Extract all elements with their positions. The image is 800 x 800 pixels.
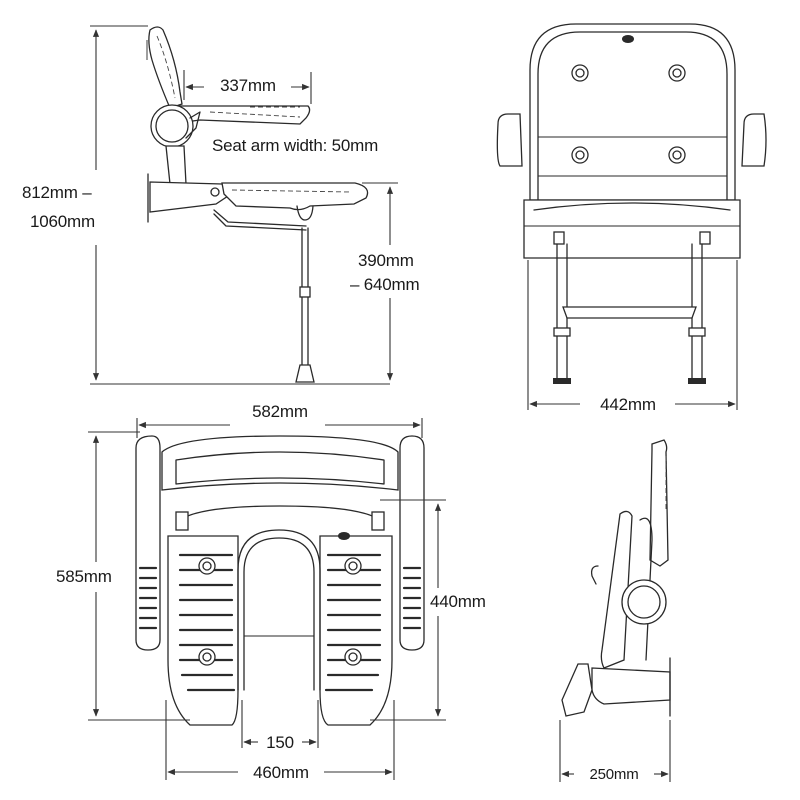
- arm-knob-left: [496, 113, 523, 167]
- seat-fixings: [198, 557, 362, 666]
- hinge-left: [553, 231, 565, 245]
- cutout-width-label: 150: [263, 733, 297, 752]
- backrest-fixings: [571, 64, 686, 164]
- bracket-bolt: [210, 187, 220, 197]
- overall-height-label-line2: 1060mm: [30, 212, 95, 231]
- seat-curve: [533, 202, 731, 211]
- backrest-plan: [161, 435, 399, 491]
- arm-depth-label: 337mm: [217, 76, 279, 95]
- seat-width-label: 460mm: [250, 763, 312, 782]
- folded-leg-foot: [561, 663, 593, 717]
- backrest-inner: [537, 31, 728, 201]
- leg-clamp: [299, 286, 311, 298]
- arm-knob-right: [741, 113, 767, 167]
- seat-depth-label: 440mm: [430, 592, 486, 611]
- foot-left: [553, 378, 571, 384]
- overall-width-label: 582mm: [249, 402, 311, 421]
- backrest-side: [148, 26, 183, 109]
- plan-view: [88, 418, 446, 780]
- folded-handle: [590, 565, 599, 585]
- hinge-plan-right: [371, 511, 385, 531]
- backrest-hidden-line: [156, 35, 176, 99]
- folded-seat-edge: [639, 517, 653, 661]
- seat-height-label-line2: – 640mm: [350, 275, 420, 294]
- seat-hidden-line: [231, 189, 351, 193]
- overall-depth-label: 585mm: [56, 567, 112, 586]
- overall-height-label-line1: 812mm –: [22, 183, 92, 202]
- front-elevation-view: [496, 23, 767, 410]
- seat-cutout: [237, 529, 321, 691]
- leg-upper: [301, 227, 309, 291]
- arm-left-plan: [135, 435, 161, 651]
- leg-socket: [296, 205, 314, 221]
- seat-front: [523, 199, 741, 259]
- side-elevation-view: [90, 25, 398, 385]
- folded-bracket: [591, 667, 671, 705]
- pivot-outer: [150, 104, 194, 148]
- leg-crossbar: [562, 306, 697, 319]
- logo-badge-plan: [338, 532, 350, 540]
- folded-pivot-inner: [627, 585, 661, 619]
- pivot-bracket: [185, 111, 201, 139]
- arm-grip-slots: [138, 566, 422, 630]
- seat-cutout-inner: [243, 537, 315, 691]
- leg-width-label: 442mm: [597, 395, 659, 414]
- backrest-frame: [529, 23, 736, 201]
- upright: [165, 145, 187, 185]
- leg-lower: [301, 296, 309, 366]
- strut-top: [213, 209, 307, 227]
- folded-projection-label: 250mm: [586, 765, 642, 784]
- leg-foot: [295, 364, 315, 383]
- seat-arm-width-label: Seat arm width: 50mm: [212, 136, 379, 155]
- seat-side: [221, 182, 369, 211]
- arm-hidden-line: [209, 111, 301, 118]
- strut-bottom: [213, 213, 307, 231]
- leg-clamp-left: [553, 327, 571, 337]
- seat-height-label-line1: 390mm: [358, 251, 414, 270]
- seat-frame-arc: [179, 505, 381, 521]
- hinge-plan-left: [175, 511, 189, 531]
- wall-bracket: [149, 181, 229, 213]
- folded-arm: [600, 510, 633, 669]
- backrest-plan-inner: [175, 451, 385, 485]
- folded-side-view: [559, 439, 671, 782]
- foot-right: [688, 378, 706, 384]
- hinge-right: [699, 231, 711, 245]
- pivot-inner: [155, 109, 189, 143]
- arm-right-plan: [399, 435, 425, 651]
- arm-side: [179, 105, 311, 125]
- folded-backrest: [649, 439, 669, 567]
- leg-clamp-right: [688, 327, 706, 337]
- logo-badge: [622, 35, 634, 43]
